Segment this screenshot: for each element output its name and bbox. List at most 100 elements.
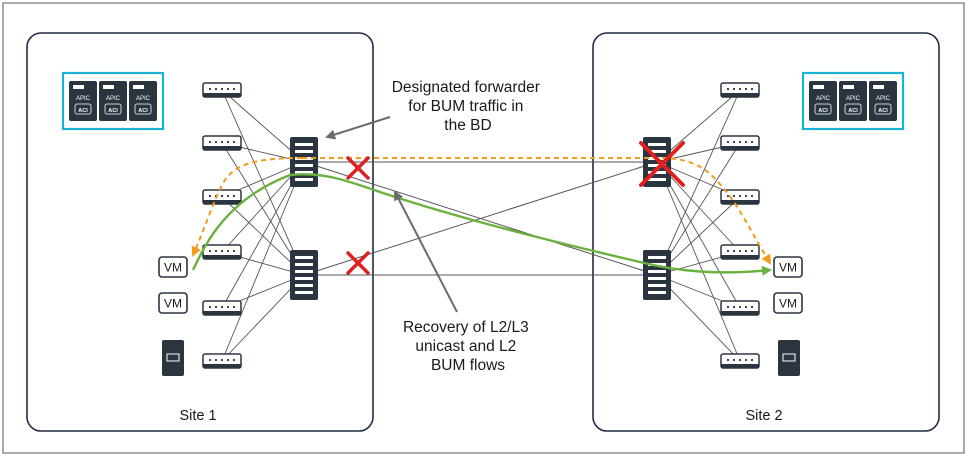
apic-label: APIC bbox=[816, 96, 831, 102]
leaf-port bbox=[232, 249, 236, 253]
spine-switch-slot bbox=[295, 291, 313, 294]
leaf-port bbox=[214, 358, 218, 362]
aci-badge-frame bbox=[134, 103, 152, 115]
spine-switch-slot bbox=[295, 171, 313, 174]
apic-server-icon: APIC ACI bbox=[869, 81, 897, 121]
apic-server-slot bbox=[813, 85, 824, 89]
leaf-switch-base bbox=[203, 93, 241, 97]
leaf-port bbox=[220, 249, 224, 253]
leaf-port bbox=[738, 87, 742, 91]
apic-server-body bbox=[129, 81, 157, 121]
spine-switch-slot bbox=[295, 178, 313, 181]
leaf-port bbox=[214, 305, 218, 309]
site-1-vm-2: VM bbox=[158, 292, 188, 314]
site-2-spine-switch bbox=[643, 250, 671, 300]
site-2-leaf-switch bbox=[720, 189, 760, 205]
spine-switch-slot bbox=[295, 270, 313, 273]
leaf-port bbox=[738, 249, 742, 253]
leaf-port bbox=[226, 194, 230, 198]
aci-badge-frame bbox=[844, 103, 862, 115]
leaf-port bbox=[726, 249, 730, 253]
leaf-switch-base bbox=[203, 255, 241, 259]
spine-switch-body bbox=[643, 250, 671, 300]
spine-switch-slot bbox=[295, 284, 313, 287]
leaf-port bbox=[208, 194, 212, 198]
apic-server-slot bbox=[873, 85, 884, 89]
leaf-port bbox=[220, 140, 224, 144]
vm-box bbox=[773, 292, 803, 314]
spine-switch-slot bbox=[648, 143, 666, 146]
leaf-port bbox=[214, 140, 218, 144]
leaf-port bbox=[738, 194, 742, 198]
apic-label: APIC bbox=[876, 96, 891, 102]
leaf-switch-base bbox=[203, 200, 241, 204]
leaf-port bbox=[750, 194, 754, 198]
leaf-port bbox=[750, 358, 754, 362]
site-2-vm-1: VM bbox=[773, 256, 803, 278]
aci-badge-frame bbox=[74, 103, 92, 115]
bum-flow-remote bbox=[302, 157, 772, 265]
site-1-leaf-switch bbox=[202, 353, 242, 369]
leaf-port bbox=[226, 140, 230, 144]
leaf-port bbox=[744, 249, 748, 253]
apic-label: APIC bbox=[846, 96, 861, 102]
leaf-port bbox=[726, 305, 730, 309]
leaf-switch-base bbox=[721, 311, 759, 315]
leaf-port bbox=[208, 87, 212, 91]
site-2-leaf-switch bbox=[720, 300, 760, 316]
server-body bbox=[778, 340, 800, 376]
leaf-port bbox=[226, 249, 230, 253]
spine-switch-slot bbox=[648, 284, 666, 287]
leaf-port bbox=[744, 87, 748, 91]
leaf-port bbox=[220, 194, 224, 198]
leaf-port bbox=[732, 305, 736, 309]
site-2-fabric-link bbox=[656, 89, 741, 276]
site-1-spine-switch bbox=[290, 137, 318, 187]
leaf-port bbox=[732, 249, 736, 253]
aci-badge: ACI bbox=[878, 108, 888, 114]
leaf-port bbox=[226, 358, 230, 362]
spine-switch-slot bbox=[295, 256, 313, 259]
apic-server-body bbox=[69, 81, 97, 121]
designated-forwarder-annotation: Designated forwarder for BUM traffic in … bbox=[392, 79, 545, 134]
site-1-fabric-link bbox=[221, 161, 305, 309]
leaf-switch-base bbox=[721, 364, 759, 368]
site-2-leaf-switch bbox=[720, 135, 760, 151]
site-1-fabric-link bbox=[221, 89, 305, 276]
spine-switch-slot bbox=[648, 256, 666, 259]
spine-switch-slot bbox=[648, 164, 666, 167]
site-1-box bbox=[26, 32, 374, 432]
apic-server-icon: APIC ACI bbox=[809, 81, 837, 121]
leaf-port bbox=[750, 249, 754, 253]
leaf-switch-base bbox=[721, 93, 759, 97]
leaf-port bbox=[232, 87, 236, 91]
spine-switch-slot bbox=[295, 263, 313, 266]
spine-switch-slot bbox=[295, 277, 313, 280]
leaf-port bbox=[744, 358, 748, 362]
vm-box bbox=[158, 292, 188, 314]
leaf-port bbox=[732, 194, 736, 198]
leaf-port bbox=[232, 140, 236, 144]
spine-switch-slot bbox=[295, 143, 313, 146]
leaf-switch-base bbox=[721, 146, 759, 150]
leaf-port bbox=[732, 358, 736, 362]
apic-server-slot bbox=[843, 85, 854, 89]
aci-badge: ACI bbox=[818, 108, 828, 114]
leaf-port bbox=[214, 249, 218, 253]
spine-switch-slot bbox=[648, 291, 666, 294]
leaf-port bbox=[232, 358, 236, 362]
aci-badge-frame bbox=[104, 103, 122, 115]
leaf-port bbox=[744, 194, 748, 198]
unicast-flow bbox=[191, 173, 772, 276]
site-1-label: Site 1 bbox=[179, 408, 216, 424]
link-failure-x-bottom bbox=[346, 251, 370, 275]
apic-server-slot bbox=[103, 85, 114, 89]
spine-switch-slot bbox=[295, 164, 313, 167]
leaf-port bbox=[226, 87, 230, 91]
